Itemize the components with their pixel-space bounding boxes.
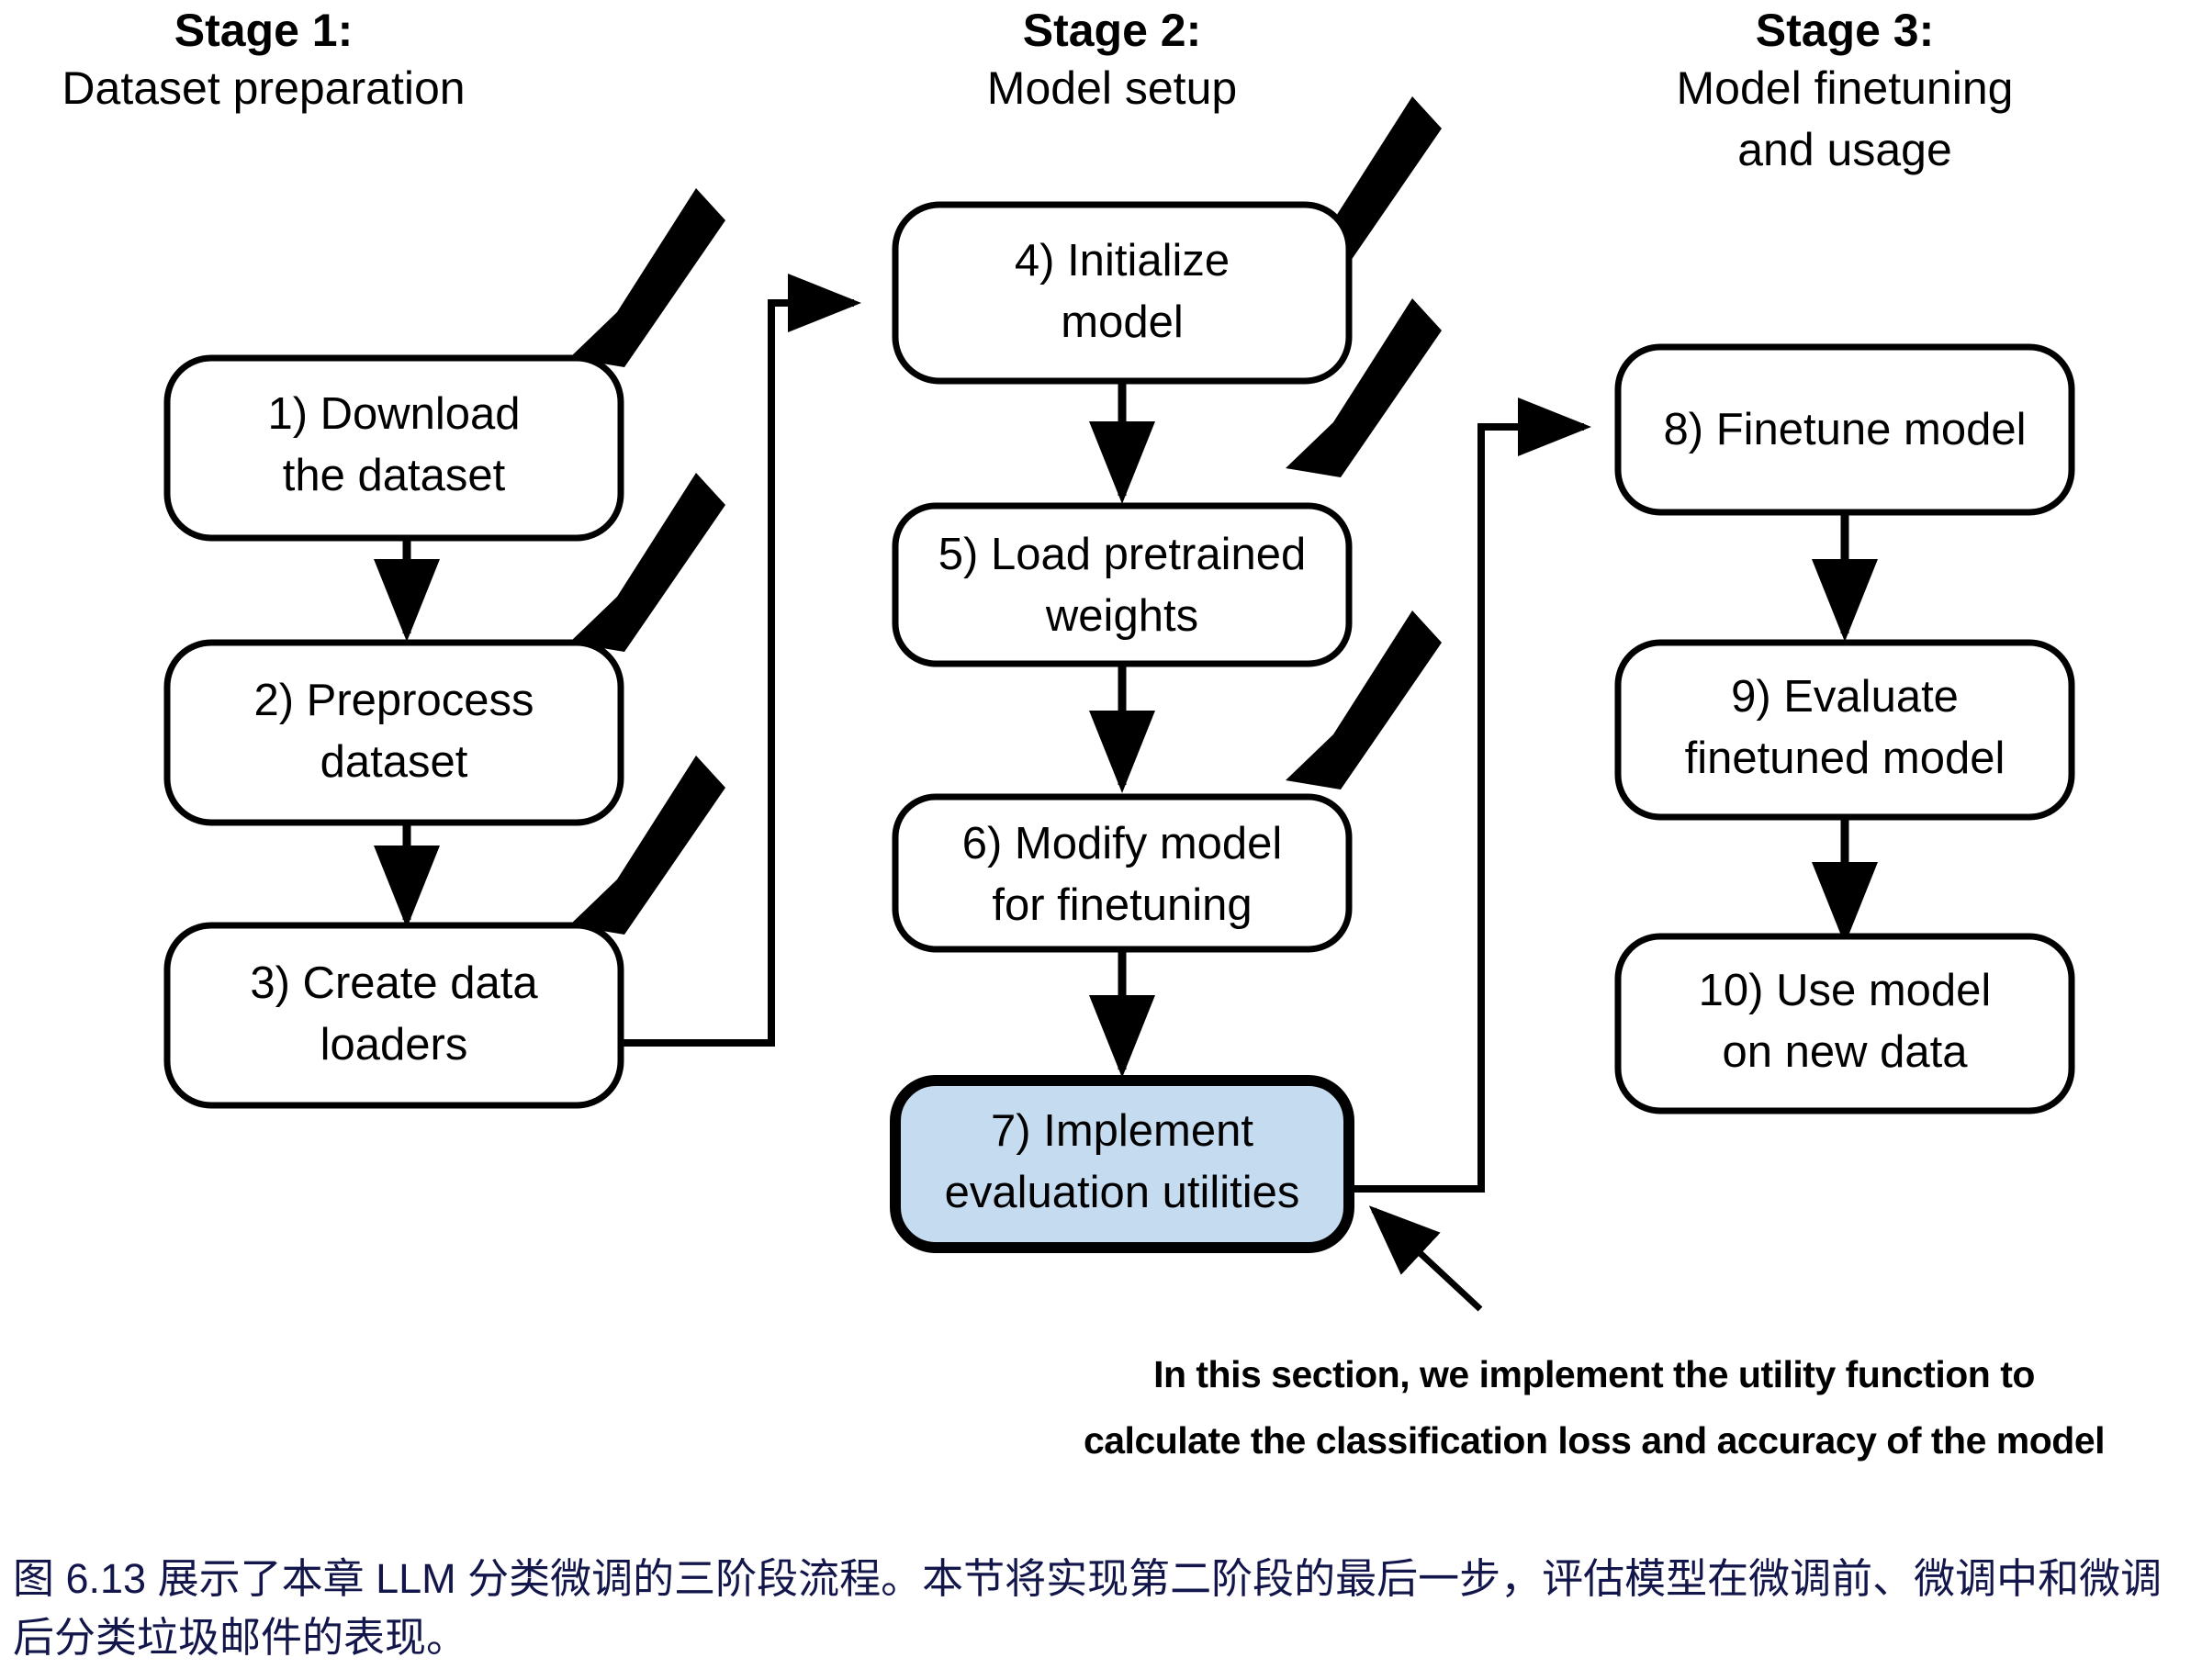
node-7-label-line-1: 7) Implement: [991, 1106, 1253, 1156]
stage-2-title: Stage 2:: [1023, 5, 1202, 56]
checkmark-group: [569, 96, 1442, 935]
node-2[interactable]: 2) Preprocess dataset: [163, 639, 624, 826]
stage-2-subtitle-line-1: Model setup: [987, 62, 1237, 114]
node-2-label-line-2: dataset: [320, 737, 468, 787]
annotation-callout: In this section, we implement the utilit…: [1084, 1353, 2106, 1462]
annotation-arrow: [1368, 1205, 1483, 1312]
node-6[interactable]: 6) Modify model for finetuning: [892, 793, 1353, 953]
node-10-box: [1614, 933, 2075, 1114]
node-9-box: [1614, 639, 2075, 821]
node-4-label-line-1: 4) Initialize: [1015, 236, 1230, 286]
stage-3-title: Stage 3:: [1756, 5, 1935, 56]
node-7-label-line-2: evaluation utilities: [945, 1168, 1300, 1217]
node-9[interactable]: 9) Evaluate finetuned model: [1614, 639, 2075, 821]
annotation-line-2: calculate the classification loss and ac…: [1084, 1419, 2105, 1462]
node-9-label-line-2: finetuned model: [1685, 734, 2005, 783]
node-4[interactable]: 4) Initialize model: [892, 201, 1353, 385]
node-7[interactable]: 7) Implement evaluation utilities: [890, 1075, 1354, 1253]
annotation-line-1: In this section, we implement the utilit…: [1153, 1353, 2035, 1395]
node-3-label-line-1: 3) Create data: [250, 958, 538, 1008]
stage-3-subtitle-line-1: Model finetuning: [1677, 62, 2014, 114]
connector-7-to-8: [1348, 398, 1591, 1193]
node-3-box: [163, 922, 624, 1109]
node-8[interactable]: 8) Finetune model: [1614, 343, 2075, 516]
node-7-box: [890, 1075, 1354, 1253]
node-10[interactable]: 10) Use model on new data: [1614, 933, 2075, 1114]
node-10-label-line-2: on new data: [1723, 1027, 1969, 1077]
node-4-box: [892, 201, 1353, 385]
check-icon-node-5: [1286, 298, 1442, 477]
node-3-label-line-2: loaders: [320, 1020, 468, 1070]
node-2-box: [163, 639, 624, 826]
node-6-box: [892, 793, 1353, 953]
node-4-label-line-2: model: [1061, 297, 1183, 347]
node-3[interactable]: 3) Create data loaders: [163, 922, 624, 1109]
stage-3-header: Stage 3: Model finetuning and usage: [1677, 5, 2014, 175]
node-1-label-line-2: the dataset: [283, 451, 506, 500]
node-8-box: [1614, 343, 2075, 516]
node-5[interactable]: 5) Load pretrained weights: [892, 502, 1353, 667]
stage-1-subtitle-line-1: Dataset preparation: [62, 62, 465, 114]
flowchart-svg: Stage 1: Dataset preparation Stage 2: Mo…: [62, 5, 2106, 1462]
stage-2-header: Stage 2: Model setup: [987, 5, 1237, 114]
stage-1-title: Stage 1:: [174, 5, 354, 56]
node-1-box: [163, 354, 624, 542]
node-5-label-line-1: 5) Load pretrained: [938, 530, 1306, 579]
check-icon-node-6: [1286, 610, 1442, 790]
node-5-box: [892, 502, 1353, 667]
node-6-label-line-2: for finetuning: [992, 880, 1252, 930]
node-5-label-line-2: weights: [1045, 591, 1198, 641]
check-icon-node-2: [569, 473, 725, 652]
stage-1-header: Stage 1: Dataset preparation: [62, 5, 465, 114]
node-10-label-line-1: 10) Use model: [1699, 966, 1992, 1015]
node-9-label-line-1: 9) Evaluate: [1731, 672, 1959, 722]
node-8-label-line-1: 8) Finetune model: [1664, 405, 2027, 454]
figure-caption: 图 6.13 展示了本章 LLM 分类微调的三阶段流程。本节将实现第二阶段的最后…: [13, 1555, 2163, 1661]
stage-3-subtitle-line-2: and usage: [1737, 124, 1952, 175]
check-icon-node-1: [569, 188, 725, 367]
connector-3-to-4: [621, 274, 861, 1047]
node-1[interactable]: 1) Download the dataset: [163, 354, 624, 542]
node-2-label-line-1: 2) Preprocess: [253, 676, 534, 725]
node-1-label-line-1: 1) Download: [267, 389, 520, 439]
check-icon-node-3: [569, 756, 725, 935]
node-6-label-line-1: 6) Modify model: [962, 819, 1283, 868]
